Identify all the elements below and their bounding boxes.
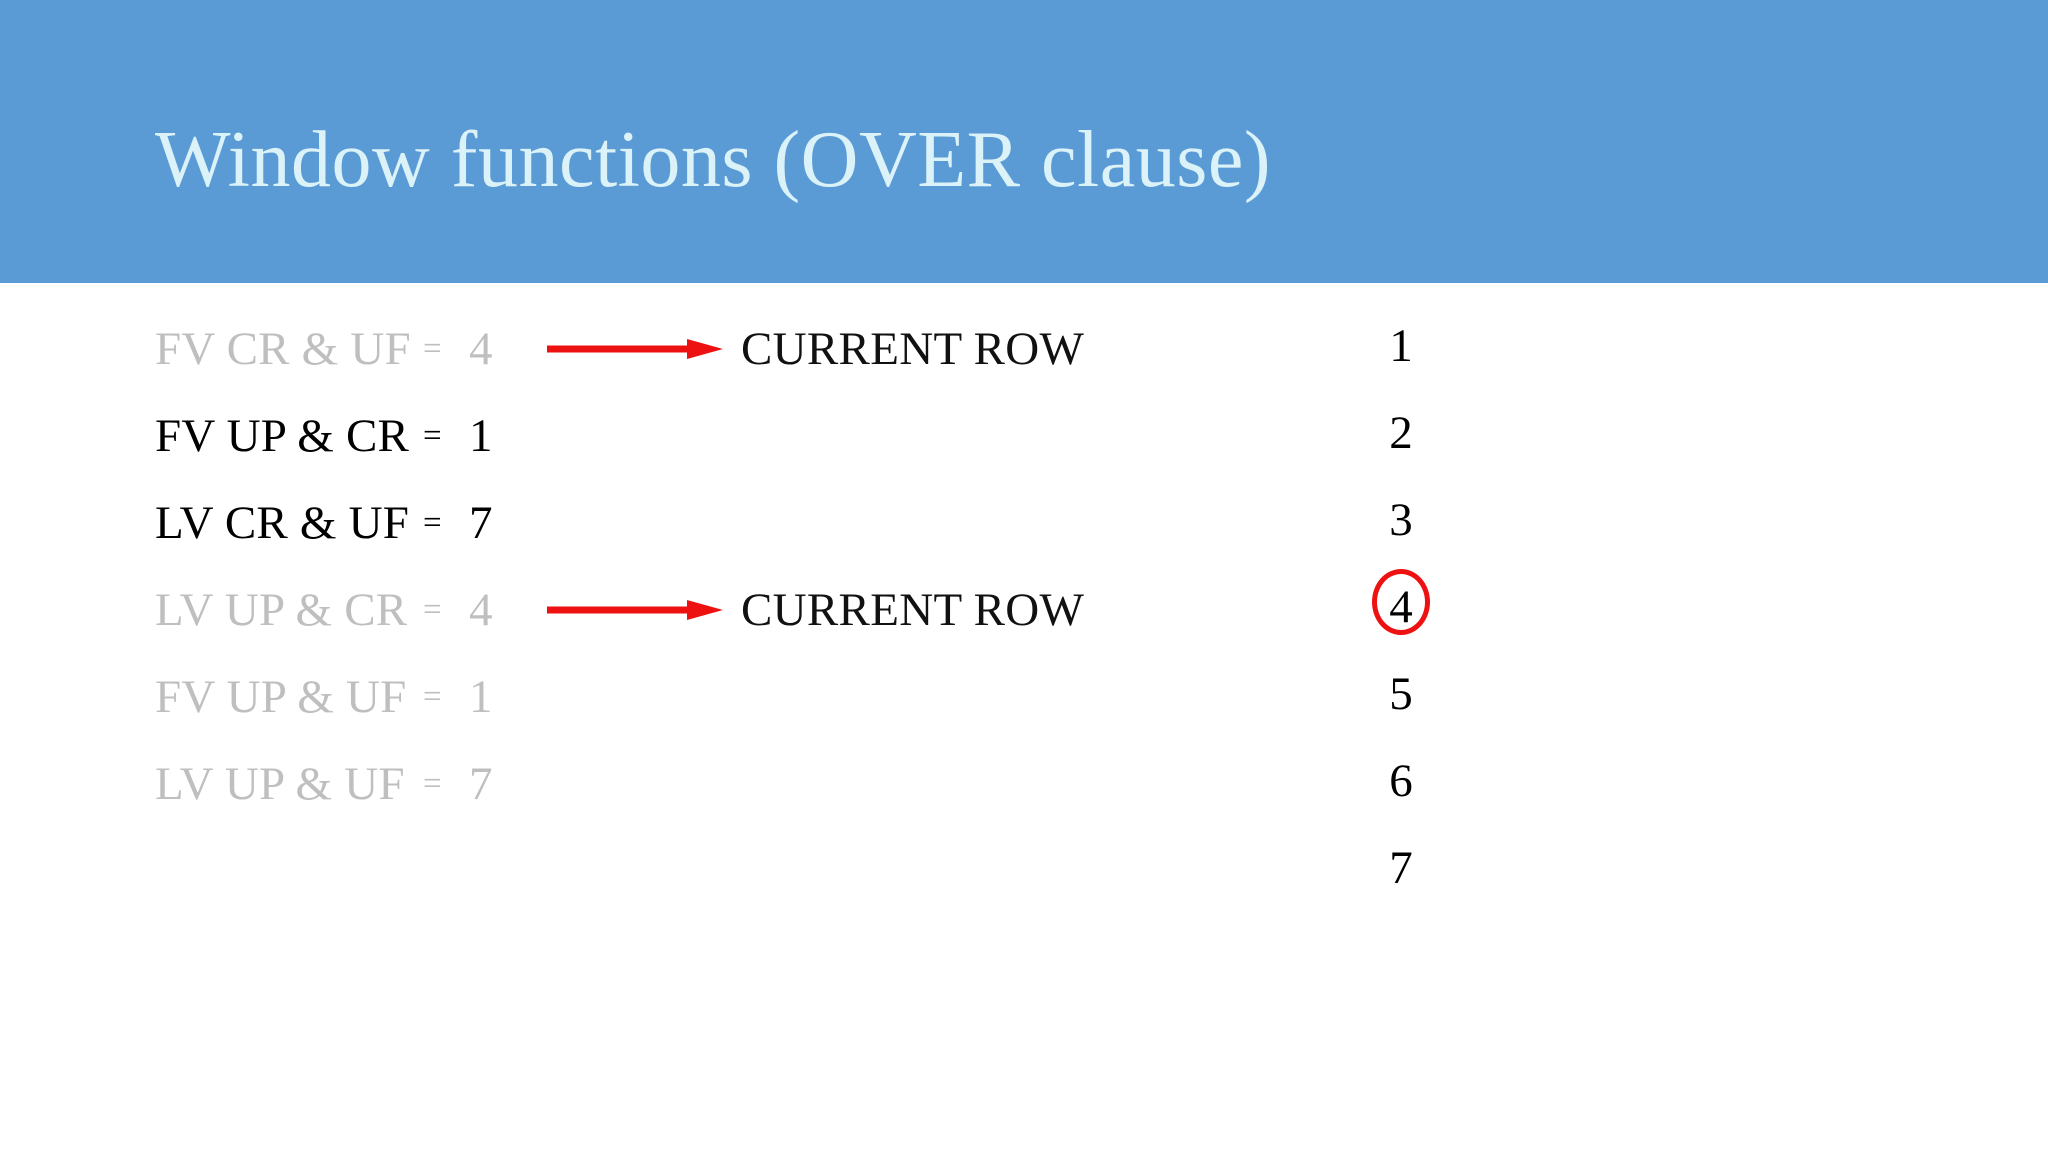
row-number: 7 bbox=[1389, 842, 1413, 894]
frame-row: LV CR & UF = 7 bbox=[155, 493, 1355, 553]
frame-row-label: FV UP & UF bbox=[155, 671, 407, 723]
current-row-annotation: CURRENT ROW bbox=[741, 584, 1085, 636]
frame-row-value: 1 bbox=[469, 410, 493, 462]
red-arrow-icon bbox=[547, 337, 727, 361]
frame-row-label: LV CR & UF bbox=[155, 497, 410, 549]
frame-row: LV UP & CR = 4 CURRENT ROW bbox=[155, 580, 1355, 640]
frame-row: FV UP & UF = 1 bbox=[155, 667, 1355, 727]
frame-row-equals: = bbox=[423, 678, 442, 715]
slide-body: FV CR & UF = 4 CURRENT ROW FV UP & CR = … bbox=[0, 283, 2048, 1152]
page-title: Window functions (OVER clause) bbox=[155, 116, 1271, 204]
frame-row: LV UP & UF = 7 bbox=[155, 754, 1355, 814]
red-arrow-icon bbox=[547, 598, 727, 622]
row-number: 5 bbox=[1389, 668, 1413, 720]
frame-row-equals: = bbox=[423, 417, 442, 454]
frame-row-label: FV UP & CR bbox=[155, 410, 410, 462]
frame-row: FV CR & UF = 4 CURRENT ROW bbox=[155, 319, 1355, 379]
frame-row-equals: = bbox=[423, 504, 442, 541]
frame-row-value: 4 bbox=[469, 584, 493, 636]
row-number: 1 bbox=[1389, 320, 1413, 372]
frame-row-value: 4 bbox=[469, 323, 493, 375]
title-banner: Window functions (OVER clause) bbox=[0, 0, 2048, 283]
frame-row-label: LV UP & UF bbox=[155, 758, 405, 810]
frame-row-label: LV UP & CR bbox=[155, 584, 408, 636]
row-number: 6 bbox=[1389, 755, 1413, 807]
frame-row-value: 1 bbox=[469, 671, 493, 723]
frame-row-value: 7 bbox=[469, 497, 493, 549]
frame-row-equals: = bbox=[423, 765, 442, 802]
frame-row-equals: = bbox=[423, 591, 442, 628]
frame-row-equals: = bbox=[423, 330, 442, 367]
current-row-annotation: CURRENT ROW bbox=[741, 323, 1085, 375]
frame-row: FV UP & CR = 1 bbox=[155, 406, 1355, 466]
row-number: 2 bbox=[1389, 407, 1413, 459]
frame-row-label: FV CR & UF bbox=[155, 323, 411, 375]
row-number: 3 bbox=[1389, 494, 1413, 546]
row-number-current: 4 bbox=[1389, 581, 1413, 633]
frame-row-value: 7 bbox=[469, 758, 493, 810]
